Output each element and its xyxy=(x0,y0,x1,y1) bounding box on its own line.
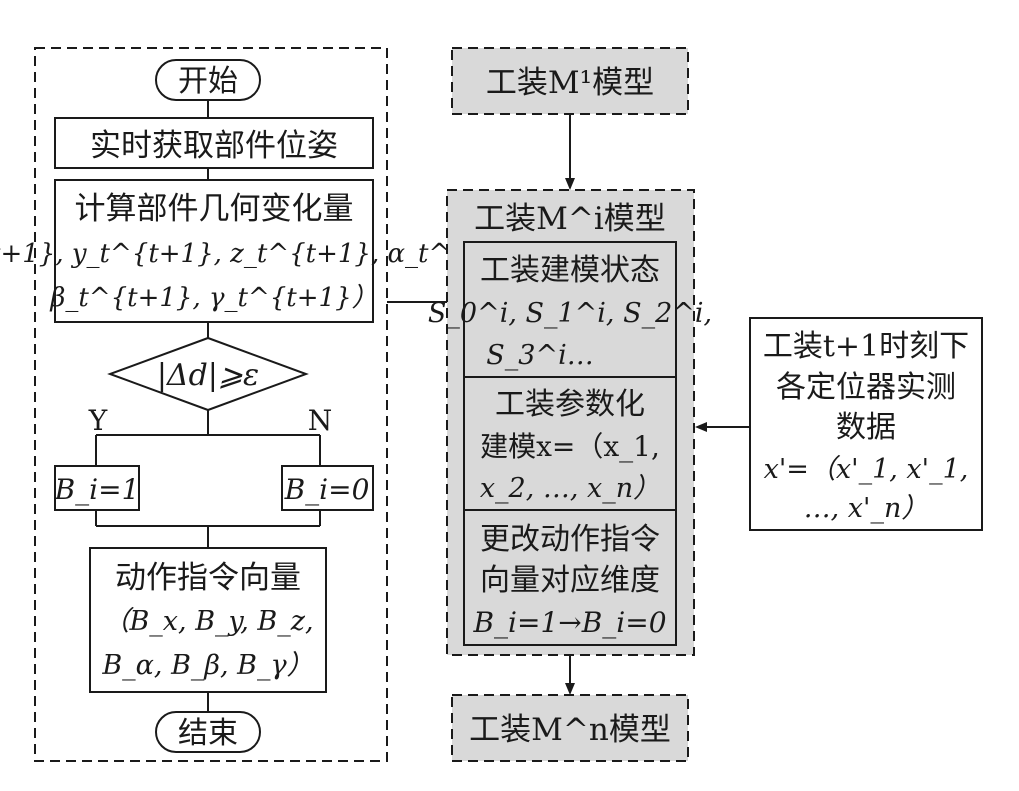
mn-model-label: 工装M^n模型 xyxy=(469,712,671,748)
bi-zero-box xyxy=(281,465,374,511)
arrow-left-icon xyxy=(695,422,707,432)
bi-one-label: B_i=1 xyxy=(54,473,140,506)
state-box xyxy=(463,241,677,378)
change-box xyxy=(463,509,677,646)
action-title: 动作指令向量 xyxy=(115,560,301,596)
state-title: 工装建模状态 xyxy=(480,253,660,288)
data-line2: 各定位器实测 xyxy=(776,370,956,405)
param-line1: 工装参数化 xyxy=(495,387,645,422)
param-line2: 建模x=（x_1, xyxy=(480,430,660,463)
flow-container xyxy=(34,47,388,762)
state-line2: S_3^i… xyxy=(486,340,593,371)
get-pose-box xyxy=(54,117,374,169)
data-line3: 数据 xyxy=(836,410,896,445)
m1-model-label: 工装M¹模型 xyxy=(486,65,654,101)
compute-box xyxy=(54,179,374,323)
get-pose-label: 实时获取部件位姿 xyxy=(90,128,338,164)
data-line1: 工装t+1时刻下 xyxy=(763,329,969,364)
mn-model-box xyxy=(451,694,689,762)
decision-label: |Δd|⩾ε xyxy=(157,358,259,393)
state-line1: S_0^i, S_1^i, S_2^i, xyxy=(428,298,712,329)
compute-vars-line2: β_t^{t+1}, γ_t^{t+1}） xyxy=(49,283,377,313)
arrow-down-icon-2 xyxy=(565,683,575,695)
mi-model-label: 工装M^i模型 xyxy=(474,201,666,237)
action-box xyxy=(89,547,327,693)
m1-model-box xyxy=(451,47,689,115)
end-node xyxy=(155,711,261,753)
param-box xyxy=(463,376,677,511)
yes-label: Y xyxy=(88,404,108,437)
data-line4: x'=（x'_1, x'_1, xyxy=(764,454,969,485)
param-line3: x_2, …, x_n） xyxy=(480,473,660,504)
bi-zero-label: B_i=0 xyxy=(284,473,370,506)
start-label: 开始 xyxy=(178,64,238,99)
compute-title: 计算部件几何变化量 xyxy=(75,191,354,227)
no-label: N xyxy=(308,404,333,437)
change-line2: 向量对应维度 xyxy=(480,563,660,598)
arrow-down-icon xyxy=(565,178,575,190)
data-line5: …, x'_n） xyxy=(804,493,929,524)
action-vars-line2: B_α, B_β, B_γ） xyxy=(101,650,313,681)
action-vars-line1: （B_x, B_y, B_z, xyxy=(102,606,313,637)
change-line1: 更改动作指令 xyxy=(480,522,660,557)
end-label: 结束 xyxy=(178,716,238,751)
measured-data-box xyxy=(749,317,983,531)
change-line3: B_i=1→B_i=0 xyxy=(472,606,666,639)
